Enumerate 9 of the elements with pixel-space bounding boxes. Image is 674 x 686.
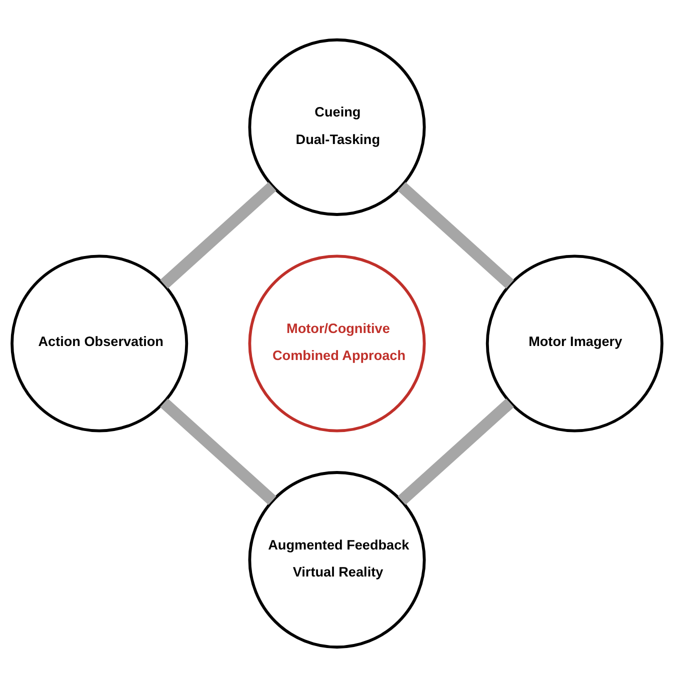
node-circle: Motor/Cognitive Combined Approach bbox=[248, 254, 426, 432]
connector bbox=[160, 398, 276, 504]
connector bbox=[398, 182, 514, 288]
node-circle: Augmented Feedback Virtual Reality bbox=[248, 470, 426, 648]
connector bbox=[160, 182, 276, 288]
node-circle: Cueing Dual-Tasking bbox=[248, 38, 426, 216]
connector bbox=[398, 398, 514, 504]
node-circle: Action Observation bbox=[10, 254, 188, 432]
node-circle: Motor Imagery bbox=[486, 254, 664, 432]
